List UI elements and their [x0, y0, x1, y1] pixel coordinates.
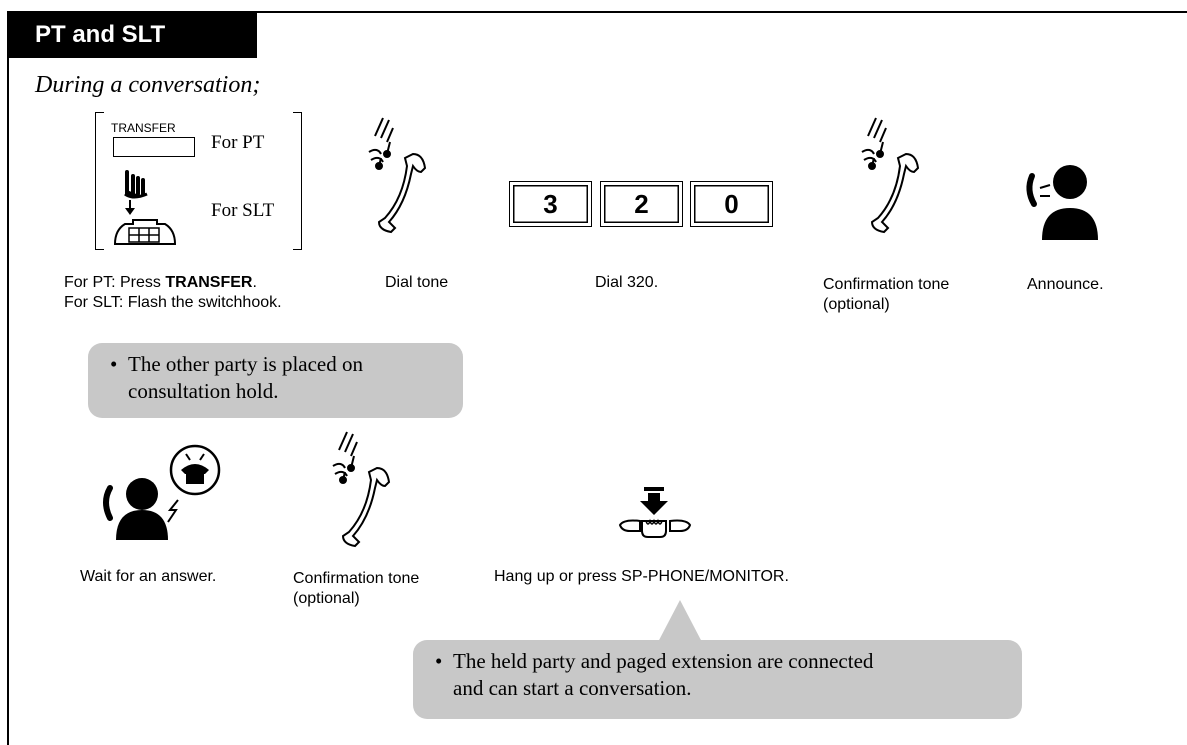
handset-tone-icon	[861, 117, 920, 234]
digit-key-0: 0	[690, 181, 773, 227]
step1-caption-line2: For SLT: Flash the switchhook.	[64, 294, 282, 311]
digit-key-2: 2	[600, 181, 683, 227]
note-line: consultation hold.	[128, 379, 279, 403]
step4-caption-line1: Confirmation tone	[823, 276, 950, 293]
note-consultation-hold: • The other party is placed on consultat…	[88, 343, 463, 418]
note-text: The held party and paged extension are c…	[453, 648, 873, 702]
context-heading: During a conversation;	[35, 72, 261, 98]
note-text: The other party is placed on consultatio…	[128, 351, 363, 405]
bracket-left	[95, 112, 104, 250]
transfer-key-label: TRANSFER	[111, 121, 176, 135]
note-bullet: •	[110, 352, 118, 376]
step4-caption-line2: (optional)	[823, 296, 890, 313]
waiting-person-icon	[103, 444, 221, 540]
step7-caption-line1: Confirmation tone	[293, 570, 420, 587]
note-bullet: •	[435, 649, 443, 673]
note-line: The other party is placed on	[128, 352, 363, 376]
for-pt-label: For PT	[211, 132, 265, 153]
step3-caption: Dial 320.	[595, 274, 659, 291]
frame-top-border	[7, 11, 1187, 13]
bracket-right	[293, 112, 302, 250]
hang-up-icon	[618, 487, 692, 538]
step7-caption-line2: (optional)	[293, 590, 360, 607]
step2-caption: Dial tone	[385, 274, 449, 291]
transfer-key	[113, 137, 195, 157]
for-slt-label: For SLT	[211, 200, 275, 221]
hookswitch-hand-icon	[113, 170, 177, 245]
speaking-person-icon	[1026, 165, 1098, 240]
note-pointer	[657, 600, 703, 644]
section-title: PT and SLT	[7, 11, 257, 58]
digit-key-3: 3	[509, 181, 592, 227]
step1-caption-line1: For PT: Press TRANSFER.	[64, 274, 257, 291]
note-line: and can start a conversation.	[453, 676, 692, 700]
step8-caption: Hang up or press SP-PHONE/MONITOR.	[494, 568, 789, 585]
note-connected: • The held party and paged extension are…	[413, 640, 1022, 719]
handset-tone-icon	[368, 117, 427, 234]
step6-caption: Wait for an answer.	[80, 568, 217, 585]
frame-left-border	[7, 11, 9, 745]
note-line: The held party and paged extension are c…	[453, 649, 874, 673]
step5-caption: Announce.	[1027, 276, 1104, 293]
handset-tone-icon	[332, 431, 391, 548]
